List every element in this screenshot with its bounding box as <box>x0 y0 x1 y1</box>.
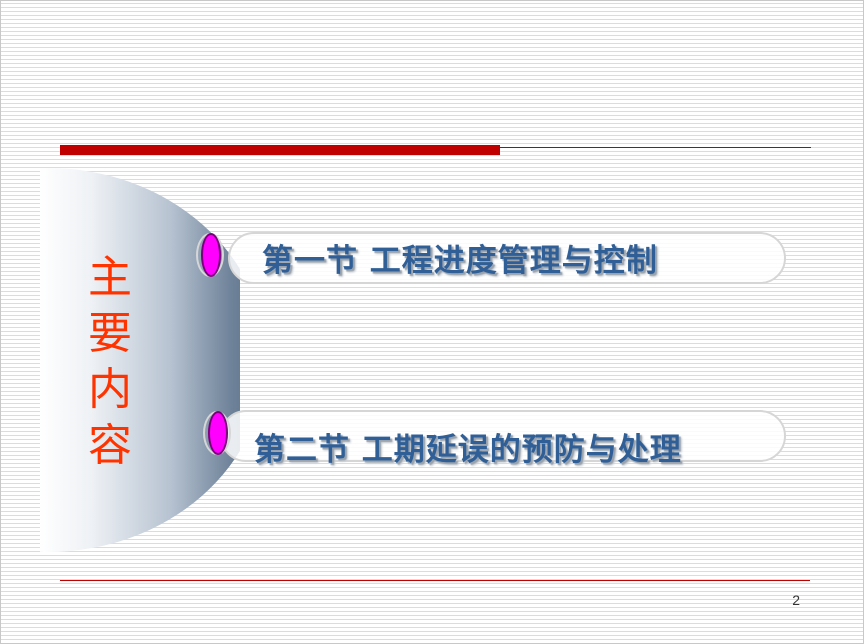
section-1-heading[interactable]: 第一节 工程进度管理与控制 <box>262 243 658 279</box>
slide-title-vertical: 主要内容 <box>88 252 132 471</box>
section-2-pill[interactable] <box>220 410 786 462</box>
half-disc-decoration <box>40 168 240 552</box>
section-2-heading[interactable]: 第二节 工期延误的预防与处理 <box>254 432 682 468</box>
bottom-divider <box>60 580 810 581</box>
page-number: 2 <box>792 592 800 608</box>
top-divider-thick <box>60 145 500 155</box>
half-disc-shape <box>40 168 240 552</box>
bullet-oval-icon <box>208 411 228 455</box>
bullet-oval-icon <box>201 233 221 277</box>
section-1-pill[interactable] <box>228 232 786 284</box>
